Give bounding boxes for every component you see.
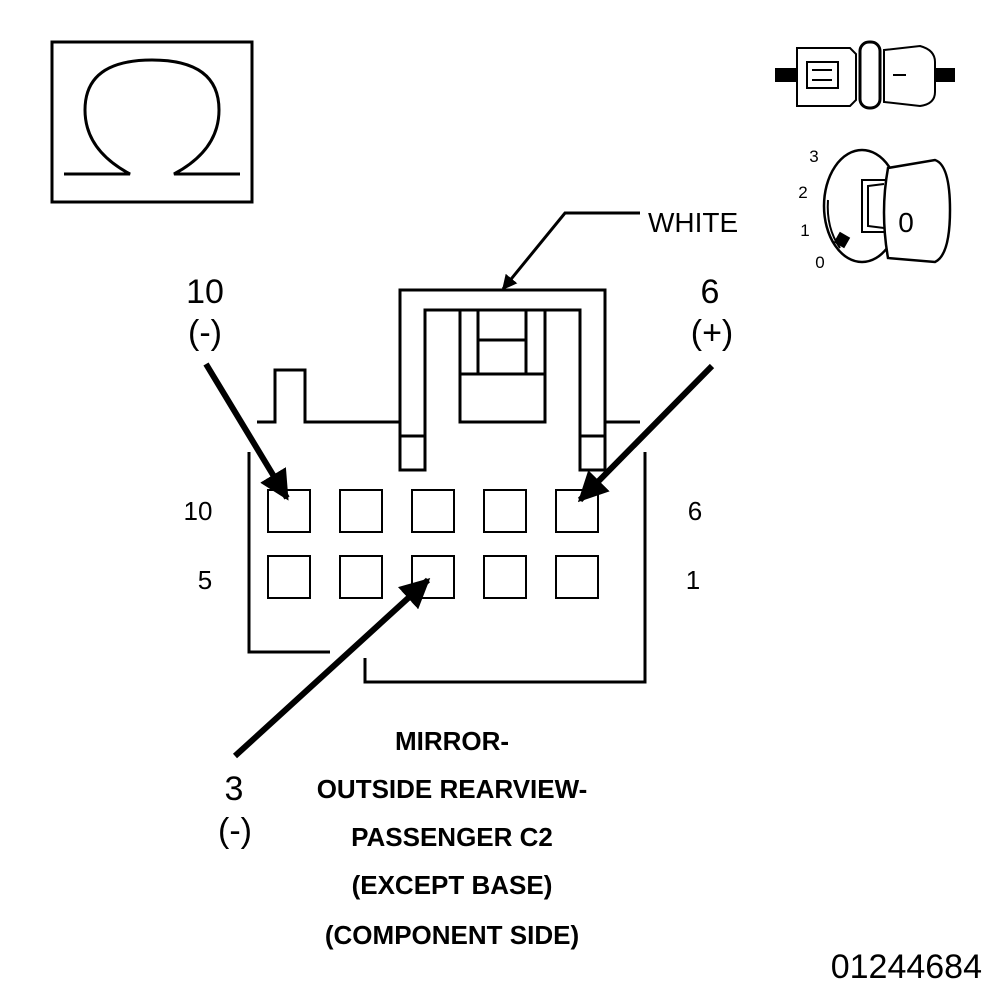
cavity-9 (339, 489, 383, 533)
key-position-label: 0 (898, 207, 914, 238)
probe-arrow-pin-3 (232, 577, 431, 759)
row-label-bottom-right: 1 (686, 565, 700, 595)
cavity-2 (483, 555, 527, 599)
cavity-5 (267, 555, 311, 599)
cavity-1 (555, 555, 599, 599)
probe-pin-10-label: 10 (186, 273, 224, 311)
row-label-bottom-left: 5 (198, 565, 212, 595)
ignition-position-2: 2 (798, 183, 807, 202)
caption-line-2: OUTSIDE REARVIEW- (317, 774, 588, 804)
probe-pin-6-polarity: (+) (691, 314, 734, 352)
probe-arrow-pin-6 (577, 363, 715, 503)
row-label-top-left: 10 (184, 496, 213, 526)
probe-pin-6-label: 6 (701, 273, 720, 311)
ignition-position-3: 3 (809, 147, 818, 166)
row-label-top-right: 6 (688, 496, 702, 526)
caption-line-5: (COMPONENT SIDE) (325, 920, 579, 950)
caption-line-4: (EXCEPT BASE) (352, 870, 553, 900)
cavity-3 (411, 555, 455, 599)
cavity-4 (339, 555, 383, 599)
connector-body (247, 288, 647, 684)
caption-line-1: MIRROR- (395, 726, 509, 756)
ohm-meter-icon (50, 40, 254, 204)
ignition-position-0: 0 (815, 253, 824, 272)
connector-color-label: WHITE (648, 207, 738, 238)
figure-code: 01244684 (831, 948, 982, 986)
disconnected-connector-icon (775, 40, 955, 110)
ignition-key-off-icon: 0 3 2 1 0 (798, 147, 952, 272)
ignition-position-1: 1 (800, 221, 809, 240)
caption-line-3: PASSENGER C2 (351, 822, 553, 852)
probe-pin-10-polarity: (-) (188, 314, 222, 352)
cavity-7 (483, 489, 527, 533)
probe-pin-3-label: 3 (225, 770, 244, 808)
cavity-6 (555, 489, 599, 533)
probe-arrow-pin-10 (203, 362, 290, 501)
color-callout: WHITE (501, 207, 738, 291)
probe-pin-3-polarity: (-) (218, 812, 252, 850)
cavity-grid (267, 489, 599, 599)
cavity-8 (411, 489, 455, 533)
